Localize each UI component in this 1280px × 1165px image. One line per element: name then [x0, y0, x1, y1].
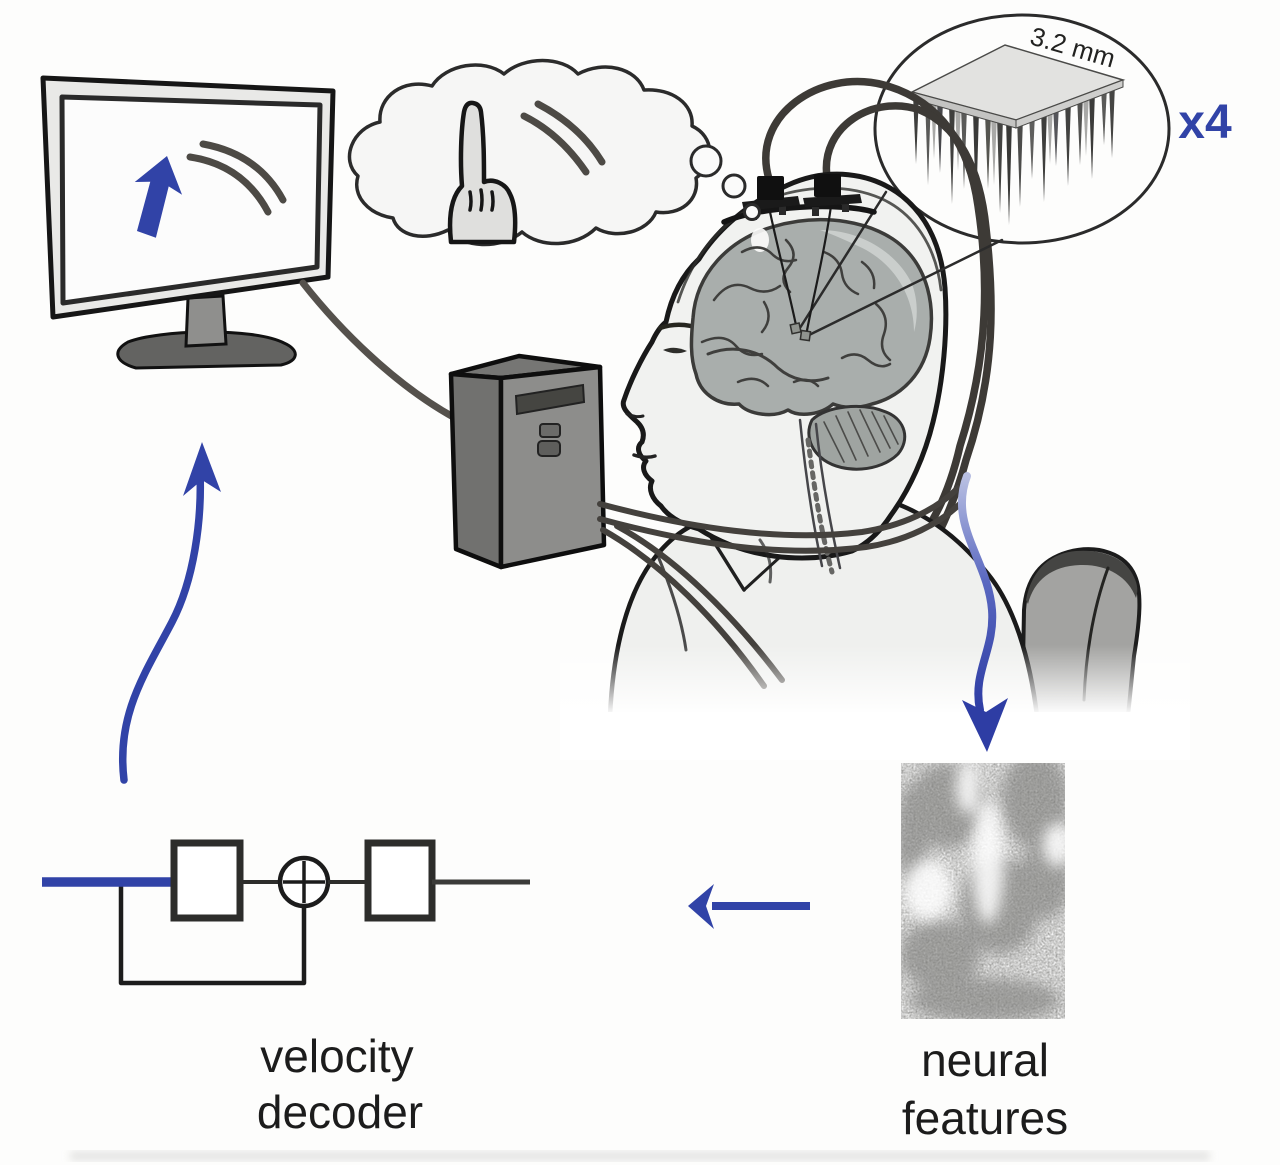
cursor-motion-arc-icon [199, 140, 287, 204]
decoder-block [364, 839, 436, 922]
monitor-screen [59, 94, 323, 306]
torso-fade-solid [560, 712, 1190, 760]
computer-button [537, 440, 561, 457]
arrowhead-down-icon [962, 698, 1008, 752]
pedestal-cable [762, 77, 989, 549]
monitor [40, 75, 336, 370]
noise-dark-patches [901, 763, 1065, 1019]
thought-bubble-cloud [347, 58, 712, 247]
pedestal-screw [812, 207, 819, 216]
eye [663, 347, 687, 354]
brain [676, 186, 943, 575]
neural-features-image [901, 763, 1065, 1019]
cursor-arrow-icon [134, 156, 183, 238]
implant-wires [768, 204, 833, 342]
array-platform [909, 44, 1126, 129]
cursor-motion-arc-icon [186, 153, 272, 216]
hand-knuckle-line [468, 190, 473, 212]
cerebrum [689, 218, 934, 417]
mouth [632, 453, 657, 460]
chair-top-edge [1026, 550, 1138, 604]
nostril [625, 412, 645, 419]
electrode-array-callout: 3.2 mm [873, 13, 1171, 245]
computer-left-face [448, 371, 504, 570]
hand-knuckle-line [490, 190, 495, 212]
velocity-decoder-diagram [42, 839, 530, 986]
cerebellum [807, 404, 907, 471]
neck-crease [758, 538, 773, 584]
monitor-computer-cable [299, 279, 459, 422]
computer-slot [514, 383, 586, 416]
feedback-loop-line [118, 881, 307, 986]
pedestal-plate [803, 194, 862, 207]
thought-trail-circle [743, 203, 761, 221]
arrowhead-up-icon [183, 442, 221, 496]
computer-front-face [498, 364, 607, 570]
pedestal-post [757, 176, 784, 200]
neural-signal-arrow [958, 472, 1008, 752]
brain-gyri [700, 238, 892, 388]
velocity-decoder-label-line2: decoder [257, 1086, 423, 1138]
pedestal-screw [779, 206, 786, 215]
pedestal-cable [822, 102, 995, 558]
thought-bubble [347, 58, 712, 247]
pointing-hand-icon [447, 100, 518, 245]
cortex-array [799, 329, 812, 342]
hand-motion-arc-icon [534, 100, 606, 166]
hand-motion-arc-icon [520, 112, 590, 176]
velocity-decoder-label-line1: velocity [260, 1030, 413, 1082]
thought-trail-circle [721, 173, 747, 199]
thought-trail [689, 144, 761, 221]
cortex-array [789, 322, 802, 335]
feedback-arrow-to-monitor [119, 442, 221, 784]
features-to-decoder-arrow [688, 884, 810, 929]
bottom-cropped-text-strip [70, 1151, 1210, 1161]
noise-light-patches [904, 763, 1065, 924]
neural-features-label-line1: neural [921, 1034, 1049, 1086]
monitor-base [116, 330, 297, 370]
pedestal-screw [842, 203, 849, 212]
neural-features-label-line2: features [902, 1092, 1068, 1144]
monitor-stand-neck [184, 294, 228, 348]
cerebellum-hatching [823, 409, 899, 463]
shirt-fold [656, 554, 688, 652]
skull-gleam [820, 230, 917, 332]
computer-tower [448, 353, 607, 570]
computer-button [539, 423, 561, 438]
arrowhead-left-icon [688, 884, 714, 929]
pedestal-connectors [721, 174, 877, 225]
brain-gleam [751, 228, 769, 252]
hand-knuckle-line [479, 188, 484, 212]
array-spikes-back [931, 94, 1089, 185]
pedestal-post [814, 174, 841, 197]
decoder-block [170, 839, 244, 922]
thought-trail-circle [689, 144, 723, 178]
array-count-label: x4 [1178, 96, 1232, 149]
scalp-band [721, 203, 877, 225]
torso-fade [560, 645, 1190, 715]
